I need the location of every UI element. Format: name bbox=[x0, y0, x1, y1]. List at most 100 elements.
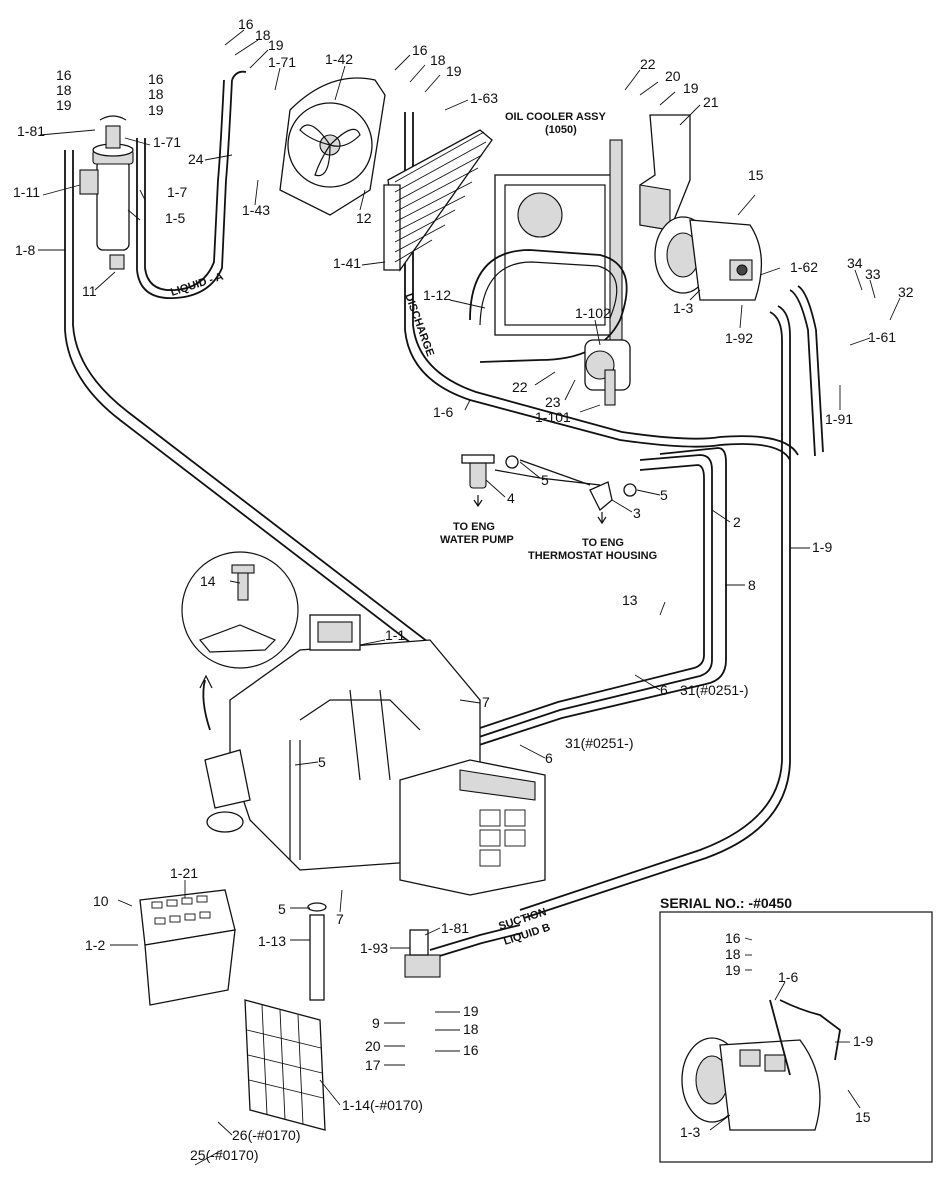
callout-21: 21 bbox=[703, 94, 719, 110]
callout-1-43: 1-43 bbox=[242, 202, 270, 218]
callout-16: 16 bbox=[463, 1042, 479, 1058]
callout-1-21: 1-21 bbox=[170, 865, 198, 881]
callout-5: 5 bbox=[278, 901, 286, 917]
callout-7: 7 bbox=[482, 694, 490, 710]
callout-1-13: 1-13 bbox=[258, 933, 286, 949]
callout-4: 4 bbox=[507, 490, 515, 506]
callout-11: 11 bbox=[82, 283, 97, 299]
callout-10: 10 bbox=[93, 893, 109, 909]
thermostat-note-line2: THERMOSTAT HOUSING bbox=[528, 550, 657, 562]
callout-18: 18 bbox=[148, 86, 164, 102]
callout-1-6: 1-6 bbox=[433, 404, 453, 420]
oil-cooler-assy bbox=[469, 139, 628, 363]
callout-1-9: 1-9 bbox=[853, 1033, 873, 1049]
callout-6: 6 bbox=[545, 750, 553, 766]
part-callouts: 16 18 19 1-71 1-42 16 18 19 1-63 22 20 1… bbox=[13, 16, 914, 1163]
callout-1-11: 1-11 bbox=[13, 184, 40, 200]
callout-19: 19 bbox=[725, 962, 741, 978]
receiver-drier bbox=[79, 115, 134, 270]
callout-16: 16 bbox=[238, 16, 254, 32]
callout-15: 15 bbox=[748, 167, 764, 183]
callout-18: 18 bbox=[430, 52, 446, 68]
callout-19: 19 bbox=[683, 80, 699, 96]
callout-1-12: 1-12 bbox=[423, 287, 451, 303]
callout-1-63: 1-63 bbox=[470, 90, 498, 106]
callout-19: 19 bbox=[56, 97, 72, 113]
ac-controller bbox=[139, 889, 236, 1006]
callout-1-41: 1-41 bbox=[333, 255, 361, 271]
callout-2: 2 bbox=[733, 514, 741, 530]
callout-15: 15 bbox=[855, 1109, 871, 1125]
callout-22: 22 bbox=[512, 379, 528, 395]
callout-20: 20 bbox=[365, 1038, 381, 1054]
callout-31: 31(#0251-) bbox=[565, 735, 634, 751]
oil-cooler-note-line2: (1050) bbox=[545, 124, 577, 136]
callout-1-61: 1-61 bbox=[868, 329, 896, 345]
callout-1-62: 1-62 bbox=[790, 259, 818, 275]
callout-1-8: 1-8 bbox=[15, 242, 35, 258]
callout-9: 9 bbox=[372, 1015, 380, 1031]
refrigerant-hoses bbox=[64, 70, 824, 959]
callout-1-92: 1-92 bbox=[725, 330, 753, 346]
callout-1-9: 1-9 bbox=[812, 539, 832, 555]
callout-17: 17 bbox=[365, 1057, 381, 1073]
water-pump-note-line2: WATER PUMP bbox=[440, 534, 514, 546]
condenser bbox=[383, 129, 493, 272]
callout-1-3: 1-3 bbox=[680, 1124, 700, 1140]
callout-7: 7 bbox=[336, 911, 344, 927]
callout-14: 14 bbox=[200, 573, 216, 589]
callout-1-3: 1-3 bbox=[673, 300, 693, 316]
callout-34: 34 bbox=[847, 255, 863, 271]
callout-1-81: 1-81 bbox=[441, 920, 469, 936]
expansion-valve bbox=[404, 929, 441, 978]
callout-1-93: 1-93 bbox=[360, 940, 388, 956]
callout-20: 20 bbox=[665, 68, 681, 84]
callout-1-91: 1-91 bbox=[825, 411, 853, 427]
callout-22: 22 bbox=[640, 56, 656, 72]
notes: OIL COOLER ASSY (1050) TO ENG WATER PUMP… bbox=[440, 111, 792, 911]
callout-16: 16 bbox=[148, 71, 164, 87]
serial-inset-panel bbox=[659, 911, 933, 1163]
callout-25: 25(-#0170) bbox=[190, 1147, 259, 1163]
callout-1-101: 1-101 bbox=[535, 409, 571, 425]
callout-16: 16 bbox=[412, 42, 428, 58]
callout-5: 5 bbox=[318, 754, 326, 770]
callout-32: 32 bbox=[898, 284, 914, 300]
callout-19: 19 bbox=[446, 63, 462, 79]
liquid-a-print: LIQUID - A bbox=[169, 271, 225, 299]
callout-1-81: 1-81 bbox=[17, 123, 45, 139]
callout-3: 3 bbox=[633, 505, 641, 521]
detail-callout bbox=[181, 551, 299, 731]
serial-number-note: SERIAL NO.: -#0450 bbox=[660, 895, 792, 911]
callout-1-42: 1-42 bbox=[325, 51, 353, 67]
callout-18: 18 bbox=[725, 946, 741, 962]
callout-5: 5 bbox=[660, 487, 668, 503]
callout-8: 8 bbox=[748, 577, 756, 593]
callout-1-102: 1-102 bbox=[575, 305, 611, 321]
drain-hose bbox=[307, 902, 327, 1001]
callout-1-71: 1-71 bbox=[153, 134, 181, 150]
callout-5: 5 bbox=[541, 472, 549, 488]
callout-1-1: 1-1 bbox=[385, 627, 405, 643]
leader-lines bbox=[38, 29, 901, 1166]
callout-19: 19 bbox=[268, 37, 284, 53]
condenser-fan bbox=[279, 77, 386, 216]
callout-24: 24 bbox=[188, 151, 204, 167]
filter-grille bbox=[244, 999, 326, 1131]
callout-1-7: 1-7 bbox=[167, 184, 187, 200]
callout-1-5: 1-5 bbox=[165, 210, 185, 226]
callout-18: 18 bbox=[463, 1021, 479, 1037]
callout-18: 18 bbox=[255, 27, 271, 43]
callout-18: 18 bbox=[56, 82, 72, 98]
callout-19: 19 bbox=[148, 102, 164, 118]
callout-23: 23 bbox=[545, 394, 561, 410]
callout-12: 12 bbox=[356, 210, 372, 226]
callout-13: 13 bbox=[622, 592, 638, 608]
callout-26: 26(-#0170) bbox=[232, 1127, 301, 1143]
callout-16: 16 bbox=[725, 930, 741, 946]
water-pump-note-line1: TO ENG bbox=[453, 521, 495, 533]
callout-1-71: 1-71 bbox=[268, 54, 296, 70]
callout-16: 16 bbox=[56, 67, 72, 83]
belt-tensioner bbox=[584, 339, 631, 406]
compressor bbox=[654, 216, 763, 301]
